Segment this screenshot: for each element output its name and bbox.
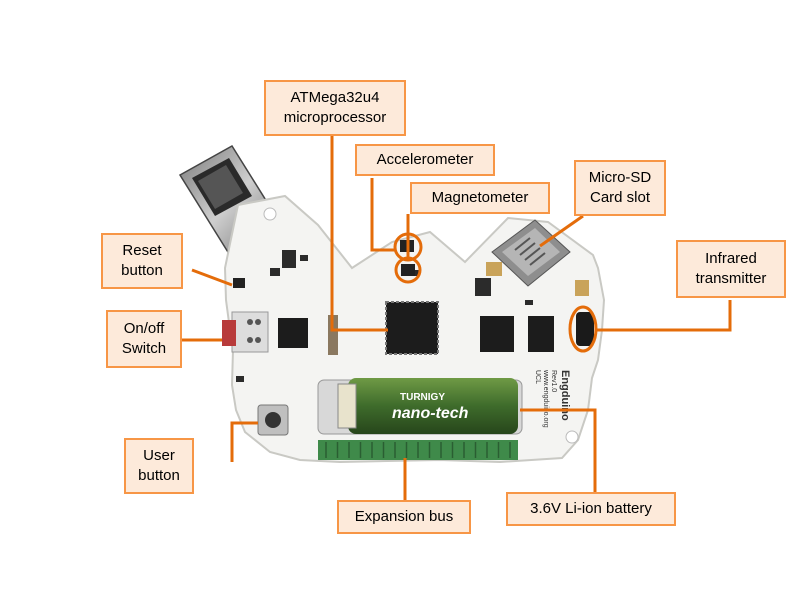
mounting-hole bbox=[565, 430, 579, 444]
leader-reset bbox=[191, 268, 233, 287]
leader-lines bbox=[182, 136, 732, 500]
leader-atmega bbox=[330, 136, 388, 332]
silk-org: UCL bbox=[534, 370, 541, 384]
callout-atmega32u4: ATMega32u4 microprocessor bbox=[264, 80, 406, 136]
callout-infrared-text: Infrared transmitter bbox=[695, 250, 767, 287]
callout-battery: 3.6V Li-ion battery bbox=[506, 492, 676, 526]
chip-right-2 bbox=[528, 316, 554, 352]
infrared-transmitter-component bbox=[576, 312, 594, 346]
callout-atmega32u4-text: ATMega32u4 microprocessor bbox=[283, 89, 387, 126]
callout-magnetometer: Magnetometer bbox=[410, 182, 550, 214]
callout-user-text: User button bbox=[138, 447, 180, 484]
callout-infrared: Infrared transmitter bbox=[676, 240, 786, 298]
callout-microsd: Micro-SD Card slot bbox=[574, 160, 666, 216]
callout-accelerometer-text: Accelerometer bbox=[376, 151, 474, 168]
silk-rev: Rev1.0 bbox=[550, 370, 557, 392]
mounting-hole bbox=[263, 207, 277, 221]
leader-user bbox=[230, 421, 258, 462]
microsd-slot-component bbox=[491, 219, 571, 287]
callout-battery-text: 3.6V Li-ion battery bbox=[530, 500, 652, 517]
battery-brand-text: TURNIGY bbox=[400, 392, 445, 403]
battery-component: TURNIGY nano-tech bbox=[317, 378, 523, 435]
silk-url: www.engduino.org bbox=[542, 369, 549, 428]
callout-onoff: On/off Switch bbox=[106, 310, 182, 368]
callout-onoff-text: On/off Switch bbox=[121, 320, 167, 357]
regulator-chip-left bbox=[278, 318, 308, 348]
expansion-bus-header bbox=[318, 440, 518, 460]
onoff-switch-component bbox=[222, 311, 269, 353]
callout-user: User button bbox=[124, 438, 194, 494]
reset-button-component bbox=[233, 278, 245, 288]
leader-infrared bbox=[596, 300, 732, 332]
callout-reset-text: Reset button bbox=[121, 242, 163, 279]
callout-magnetometer-text: Magnetometer bbox=[431, 189, 529, 206]
battery-model-text: nano-tech bbox=[392, 405, 469, 422]
callout-microsd-text: Micro-SD Card slot bbox=[588, 169, 652, 206]
silkscreen-text: Engduino Rev1.0 www.engduino.org UCL bbox=[534, 369, 571, 428]
chip-right-1 bbox=[480, 316, 514, 352]
callout-accelerometer: Accelerometer bbox=[355, 144, 495, 176]
magnetometer-chip bbox=[401, 264, 415, 276]
smd-components bbox=[236, 250, 589, 382]
callout-expansion-text: Expansion bus bbox=[354, 508, 454, 525]
leader-accel bbox=[370, 178, 396, 252]
atmega32u4-chip bbox=[385, 301, 439, 355]
silk-name: Engduino bbox=[559, 370, 571, 421]
leader-battery bbox=[520, 408, 597, 492]
callout-expansion: Expansion bus bbox=[337, 500, 471, 534]
user-button-component bbox=[257, 404, 289, 436]
callout-reset: Reset button bbox=[101, 233, 183, 289]
leader-microsd bbox=[539, 214, 584, 248]
